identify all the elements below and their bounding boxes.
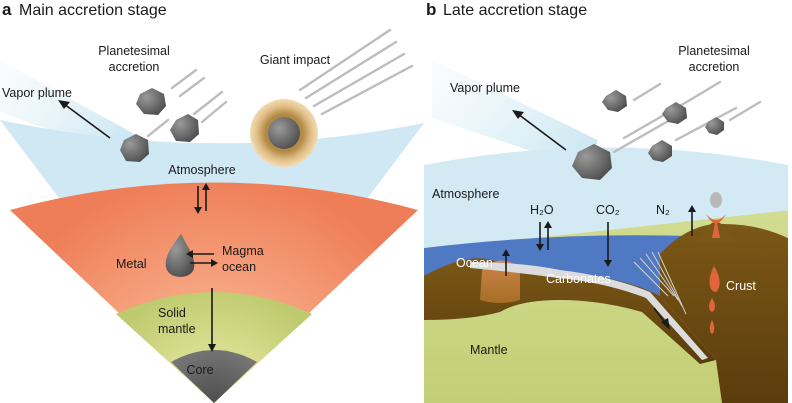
planetesimal-b5 <box>572 144 612 180</box>
metal-label: Metal <box>116 257 147 271</box>
ocean-label: Ocean <box>456 256 493 270</box>
planetesimal-label-b1: Planetesimal <box>678 44 750 58</box>
h2o-label: H₂O <box>530 203 554 217</box>
continental-crust <box>660 223 788 403</box>
volcanic-smoke <box>710 192 722 208</box>
vapor-plume-label-a: Vapor plume <box>2 86 72 100</box>
planetesimal-b1 <box>602 90 627 112</box>
vapor-arrow-b <box>517 113 567 151</box>
planetesimal-a3 <box>120 134 149 162</box>
lava-vent <box>712 218 720 238</box>
vapor-plume-a <box>0 60 138 160</box>
planetesimal-label-a1: Planetesimal <box>98 44 170 58</box>
panel-a-title: Main accretion stage <box>19 2 167 19</box>
magma-blob-2 <box>709 298 715 312</box>
planetesimal-a1 <box>136 88 166 115</box>
solid-label-2: mantle <box>158 322 196 336</box>
arrows-a <box>58 100 218 352</box>
giant-impactor-core <box>268 117 300 149</box>
planetesimal-label-a2: accretion <box>109 60 160 74</box>
planetesimal-label-b2: accretion <box>689 60 740 74</box>
panel-b-title: Late accretion stage <box>443 2 587 19</box>
planetesimal-b3 <box>705 117 724 135</box>
planetesimal-b2 <box>662 102 687 124</box>
magma-label-2: ocean <box>222 260 256 274</box>
metal-droplet <box>165 234 195 277</box>
core-label: Core <box>186 363 213 377</box>
n2-label: N₂ <box>656 203 670 217</box>
magma-blob-3 <box>709 320 715 334</box>
carbonates-label: Carbonates <box>546 272 611 286</box>
solid-label-1: Solid <box>158 306 186 320</box>
co2-label: CO₂ <box>596 203 620 217</box>
panel-b: b Late accretion stage <box>424 0 788 403</box>
magma-label-1: Magma <box>222 244 264 258</box>
impact-streaks-b <box>612 80 762 154</box>
mantle-label-b: Mantle <box>470 343 508 357</box>
lava-plume <box>706 214 726 224</box>
atmosphere-label-a: Atmosphere <box>168 163 235 177</box>
giant-impact-label: Giant impact <box>260 53 331 67</box>
core-layer <box>171 350 257 403</box>
crust-label: Crust <box>726 279 756 293</box>
panel-a-letter: a <box>2 0 12 19</box>
planetesimal-a2 <box>170 114 199 142</box>
arrows-b <box>502 110 696 330</box>
magma-blob-1 <box>709 266 720 292</box>
atmosphere-label-b: Atmosphere <box>432 187 499 201</box>
panel-b-letter: b <box>426 0 436 19</box>
vapor-plume-label-b: Vapor plume <box>450 81 520 95</box>
planetesimal-b4 <box>648 140 672 162</box>
subduction-hatch <box>633 251 687 315</box>
vapor-arrow-a <box>63 103 111 139</box>
panel-a: a Main accretion stage <box>0 0 424 403</box>
impact-streaks-a <box>146 28 414 138</box>
carbonate-layer <box>470 262 708 360</box>
